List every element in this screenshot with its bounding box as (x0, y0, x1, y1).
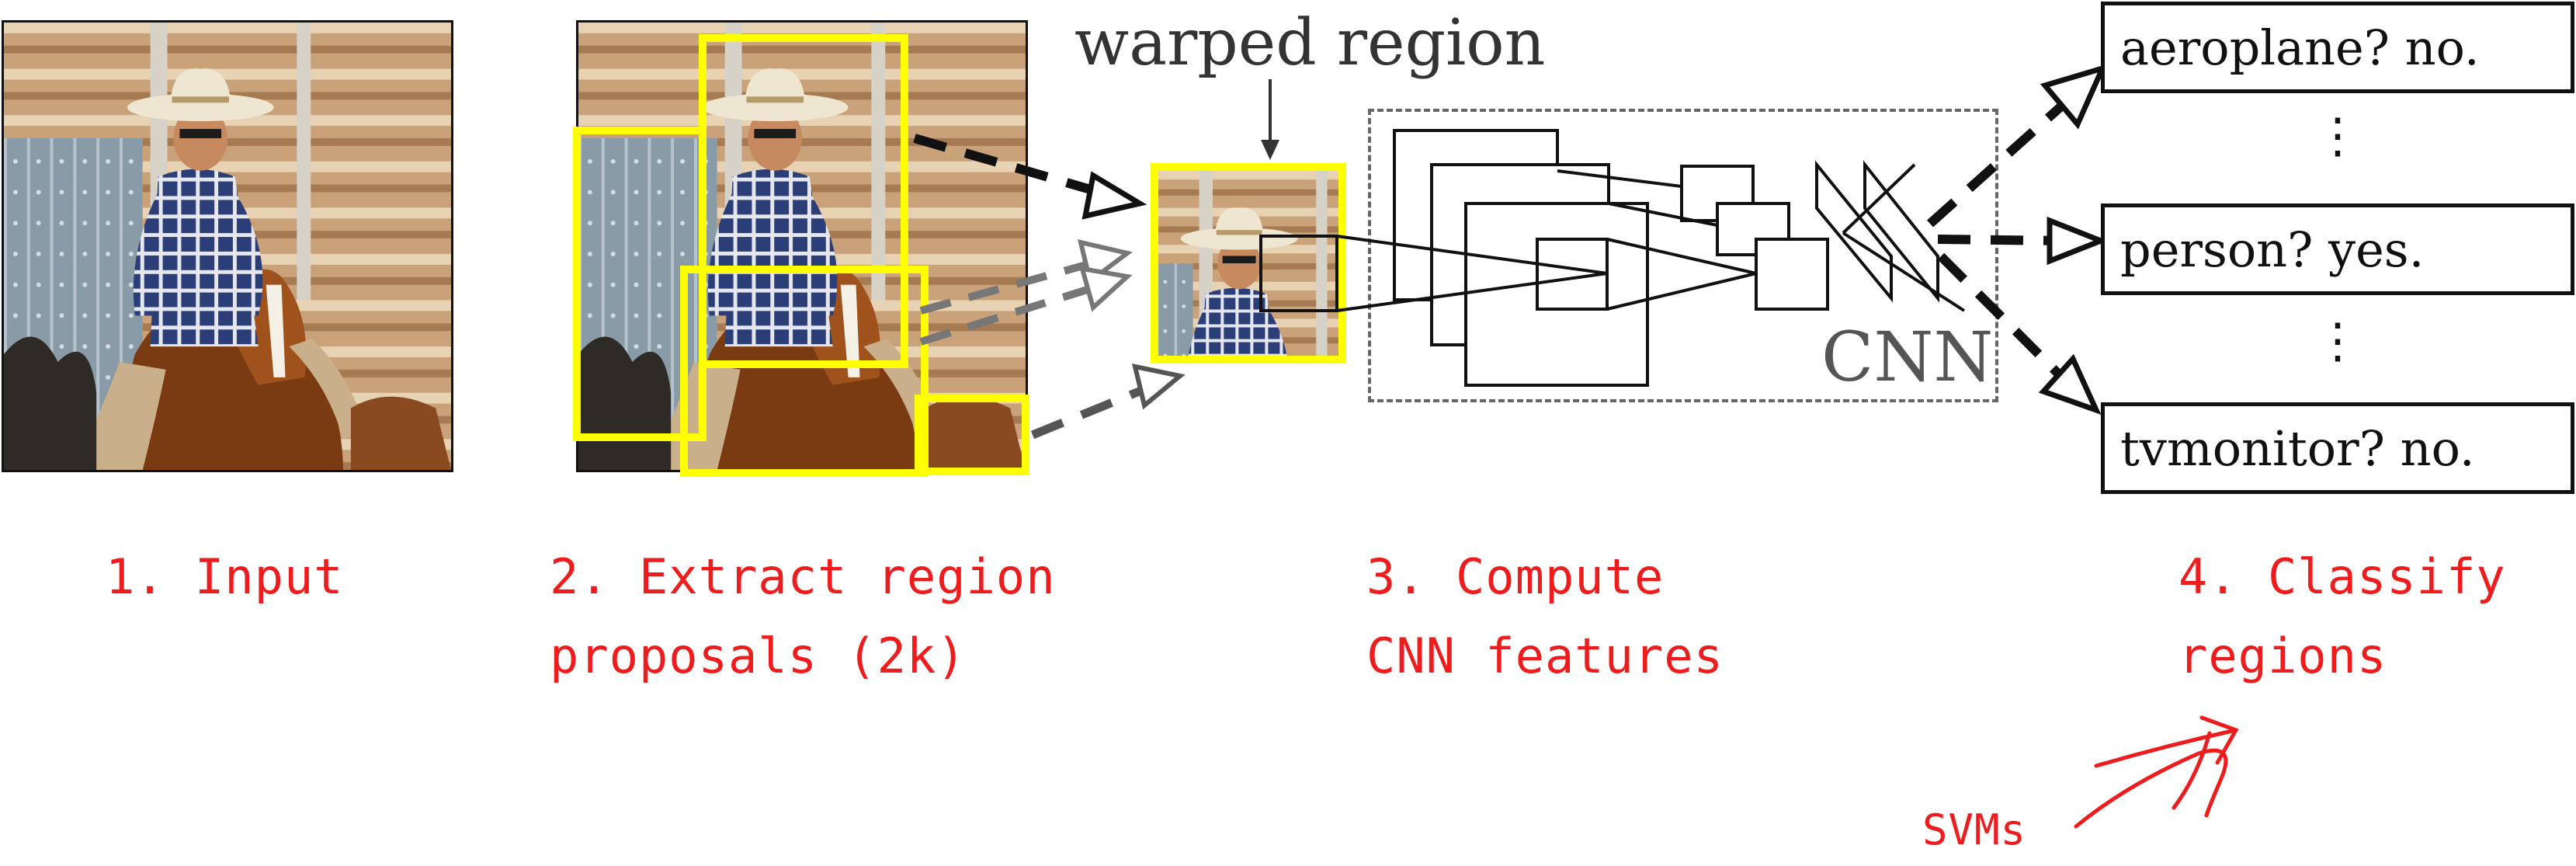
step-2-line-2: proposals (2k) (550, 628, 967, 684)
warped-region-image (1151, 163, 1346, 363)
step-3-line-2: CNN features (1366, 628, 1724, 684)
proposal-box-horse (680, 266, 929, 477)
input-image (2, 20, 453, 472)
dashed-arrow-tvmonitor (1937, 252, 2102, 416)
proposal-box-left (573, 127, 706, 441)
step-2-line-1: 2. Extract region (550, 548, 1056, 605)
cnn-label: CNN (1821, 317, 1994, 397)
dashed-arrow-bottom (1030, 363, 1186, 440)
step-2-caption: 2. Extract region proposals (2k) (550, 537, 1056, 696)
step-1-line-1: 1. Input (106, 548, 344, 605)
class-box-aeroplane: aeroplane? no. (2101, 2, 2574, 93)
step-4-caption: 4. Classify regions (2178, 537, 2506, 696)
handwritten-arrow-icon (2074, 715, 2239, 829)
step-1-caption: 1. Input (106, 537, 344, 617)
class-box-tvmonitor: tvmonitor? no. (2101, 402, 2574, 494)
ellipsis-upper: ⋮ (2314, 107, 2362, 164)
class-box-person: person? yes. (2101, 203, 2574, 295)
cnn-layer-stack-icon (1259, 129, 1966, 387)
dashed-arrow-top (913, 134, 1147, 220)
step-4-line-1: 4. Classify (2178, 548, 2506, 605)
dashed-arrow-person (1937, 216, 2109, 266)
proposal-box-small (915, 395, 1029, 475)
cnn-box (1368, 109, 1998, 402)
svms-annotation: SVMs (1922, 805, 2027, 854)
step-3-line-1: 3. Compute (1366, 548, 1665, 605)
warped-region-label: warped region (1074, 6, 1546, 80)
step-4-line-2: regions (2178, 628, 2387, 684)
warped-label-arrow (1261, 79, 1279, 160)
ellipsis-lower: ⋮ (2314, 312, 2362, 369)
step-3-caption: 3. Compute CNN features (1366, 537, 1724, 696)
dashed-arrow-aeroplane (1926, 64, 2108, 228)
dashed-arrow-mid-2 (919, 266, 1133, 346)
